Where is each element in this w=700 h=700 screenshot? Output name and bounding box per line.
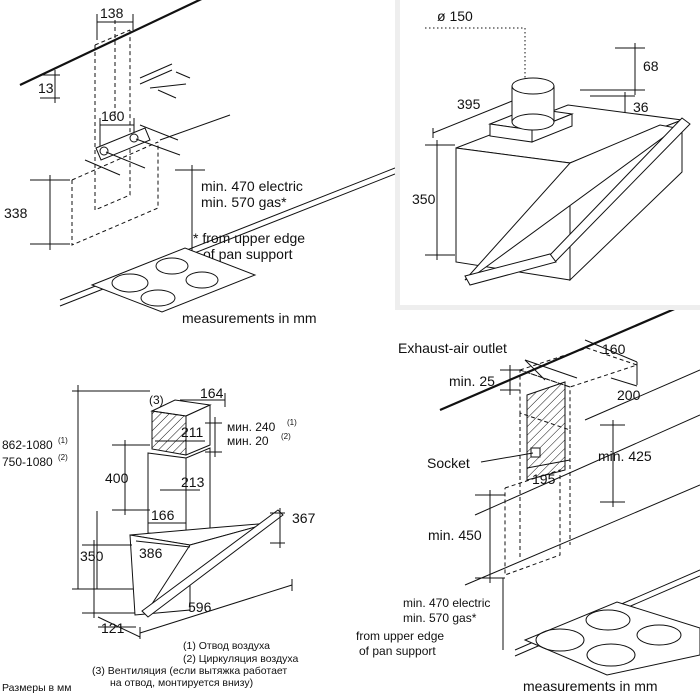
dim-367: 367 <box>292 510 316 526</box>
label-3: (3) <box>149 393 164 407</box>
hood-drawing: ø 150 68 36 395 350 <box>412 8 691 286</box>
dim-36: 36 <box>633 99 649 115</box>
min-gas: min. 570 gas* <box>403 611 477 625</box>
dim-596: 596 <box>188 599 212 615</box>
sup-1a: (1) <box>287 418 297 427</box>
min-450: min. 450 <box>428 527 482 543</box>
wall-panel: Exhaust-air outlet 160 200 min. 25 Socke… <box>355 310 700 700</box>
units-label: Размеры в мм <box>2 682 72 694</box>
dim-138: 138 <box>100 5 124 21</box>
installation-drawing: 138 13 160 338 min. 470 electric min. 57… <box>4 0 395 326</box>
sup-2a: (2) <box>281 432 291 441</box>
screws <box>84 124 181 176</box>
sup-1b: (1) <box>58 436 68 445</box>
legend-1: (1) Отвод воздуха <box>183 640 270 652</box>
wall-top-edge <box>19 0 203 86</box>
dimensions-panel: 164 (3) 211 мин. 240 (1) мин. 20 (2) 862… <box>0 345 355 700</box>
note-line2: of pan support <box>203 246 293 262</box>
dim-68: 68 <box>643 58 659 74</box>
dim-350: 350 <box>80 548 104 564</box>
min-425: min. 425 <box>598 448 652 464</box>
chimney <box>147 399 212 539</box>
dim-13: 13 <box>38 80 54 96</box>
dim-160: 160 <box>602 341 626 357</box>
hob <box>523 601 700 676</box>
min-20: мин. 20 <box>227 434 269 448</box>
hob <box>90 247 257 313</box>
dim-diameter: ø 150 <box>437 8 473 24</box>
exhaust-outlet-label: Exhaust-air outlet <box>398 340 507 356</box>
wall-bracket <box>139 63 191 99</box>
wall-drawing: Exhaust-air outlet 160 200 min. 25 Socke… <box>355 310 700 694</box>
legend-3a: (3) Вентиляция (если вытяжка работает <box>92 665 287 677</box>
dim-195: 195 <box>532 471 556 487</box>
socket <box>530 447 541 458</box>
min-25: min. 25 <box>449 373 495 389</box>
dim-338: 338 <box>4 205 28 221</box>
installation-panel: 138 13 160 338 min. 470 electric min. 57… <box>0 0 395 345</box>
duct-zone <box>526 381 566 481</box>
dim-200: 200 <box>617 387 641 403</box>
legend-3b: на отвод, монтируется внизу) <box>110 677 253 689</box>
note-line1: * from upper edge <box>355 629 444 643</box>
note-line2: of pan support <box>359 644 436 658</box>
measurements-label: measurements in mm <box>182 310 317 326</box>
range-1: 862-1080 <box>2 438 53 452</box>
dim-213: 213 <box>181 474 205 490</box>
dimensions-drawing: 164 (3) 211 мин. 240 (1) мин. 20 (2) 862… <box>2 385 316 694</box>
hood-body <box>455 104 691 286</box>
min-electric: min. 470 electric <box>403 596 490 610</box>
sup-2b: (2) <box>58 453 68 462</box>
hood-outline <box>129 509 284 618</box>
dim-166: 166 <box>151 507 175 523</box>
exhaust-collar <box>488 77 574 143</box>
min-gas: min. 570 gas* <box>201 194 287 210</box>
dim-164: 164 <box>200 385 224 401</box>
min-electric: min. 470 electric <box>201 178 303 194</box>
panel-separator-vertical <box>395 0 400 310</box>
dim-160: 160 <box>101 108 125 124</box>
note-line1: * from upper edge <box>193 230 305 246</box>
dim-121: 121 <box>101 620 125 636</box>
panel-separator-horizontal <box>400 305 700 310</box>
socket-label: Socket <box>427 455 470 471</box>
measurements-label: measurements in mm <box>523 678 658 694</box>
dim-386: 386 <box>139 545 163 561</box>
min-240: мин. 240 <box>227 420 276 434</box>
dim-350: 350 <box>412 191 436 207</box>
dim-395: 395 <box>457 96 481 112</box>
dim-400: 400 <box>105 470 129 486</box>
hood-panel: ø 150 68 36 395 350 <box>400 0 700 305</box>
legend-2: (2) Циркуляция воздуха <box>183 653 299 665</box>
dim-211: 211 <box>181 424 204 440</box>
ceiling-edge <box>439 310 675 412</box>
range-2: 750-1080 <box>2 455 53 469</box>
